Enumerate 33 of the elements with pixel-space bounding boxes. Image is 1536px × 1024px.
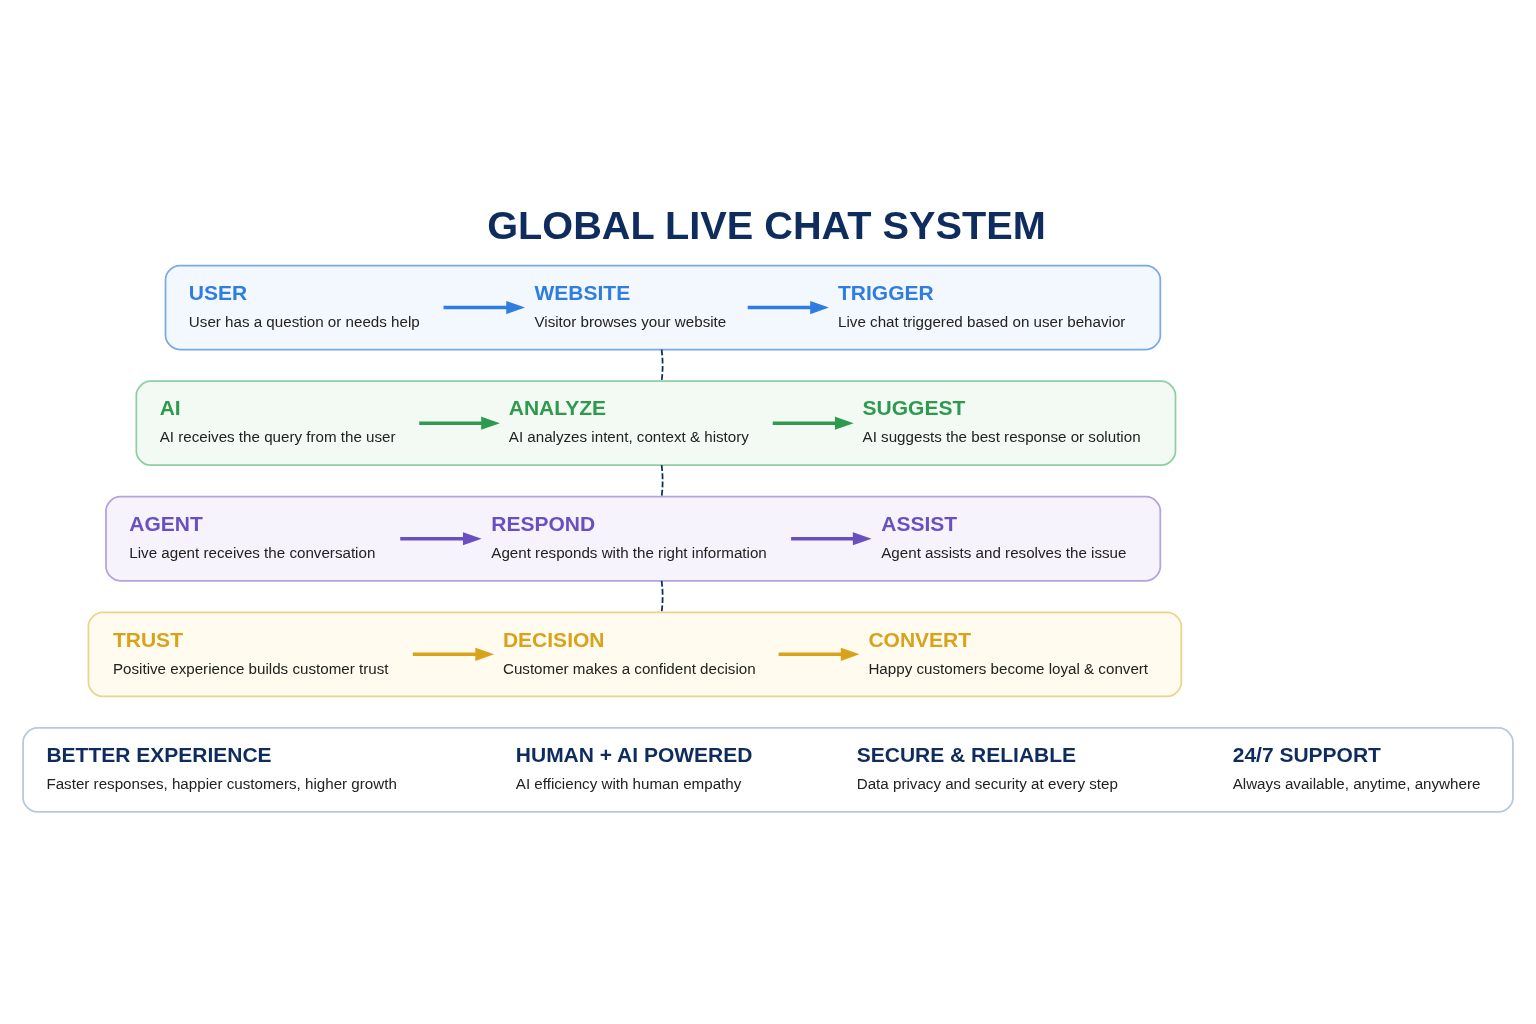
arrow [443,300,525,314]
node-text: TRIGGER Live chat triggered based on user behavior [838,280,1126,330]
node-text: ASSIST Agent assists and resolves the issue [881,511,1127,561]
connector [660,579,664,613]
node-text: AGENT Live agent receives the conversation [129,511,376,561]
diagram-title: GLOBAL LIVE CHAT SYSTEM [487,202,1046,247]
arrow [419,416,500,430]
node-text: USER User has a question or needs help [188,280,420,330]
node-text: TRUST Positive experience builds customer trust [112,627,389,677]
node-text: SECURE & RELIABLE Data privacy and security at every step [856,742,1118,792]
cluster [22,726,1514,813]
cluster [105,495,1162,582]
arrow [400,531,482,545]
node-text: ANALYZE AI analyzes intent, context & history [508,395,749,445]
node-text: SUGGEST AI suggests the best response or solution [862,395,1141,445]
arrow [747,300,829,314]
connector [660,348,664,382]
node-text: WEBSITE Visitor browses your website [534,280,727,330]
arrow [791,531,872,545]
arrow [772,416,854,430]
node-text: RESPOND Agent responds with the right information [491,511,767,561]
node-text: BETTER EXPERIENCE Faster responses, happier customers, higher growth [46,742,397,792]
node-text: AI AI receives the query from the user [159,395,396,445]
cluster [164,264,1162,350]
arrow [412,647,495,661]
arrow [778,647,860,661]
node-text: CONVERT Happy customers become loyal & convert [868,627,1149,677]
cluster [87,610,1183,697]
connector [660,463,664,498]
node-text: DECISION Customer makes a confident decision [502,627,756,677]
node-text: HUMAN + AI POWERED AI efficiency with human empathy [515,742,753,792]
cluster [135,379,1177,466]
node-text: 24/7 SUPPORT Always available, anytime, anywhere [1232,742,1481,792]
